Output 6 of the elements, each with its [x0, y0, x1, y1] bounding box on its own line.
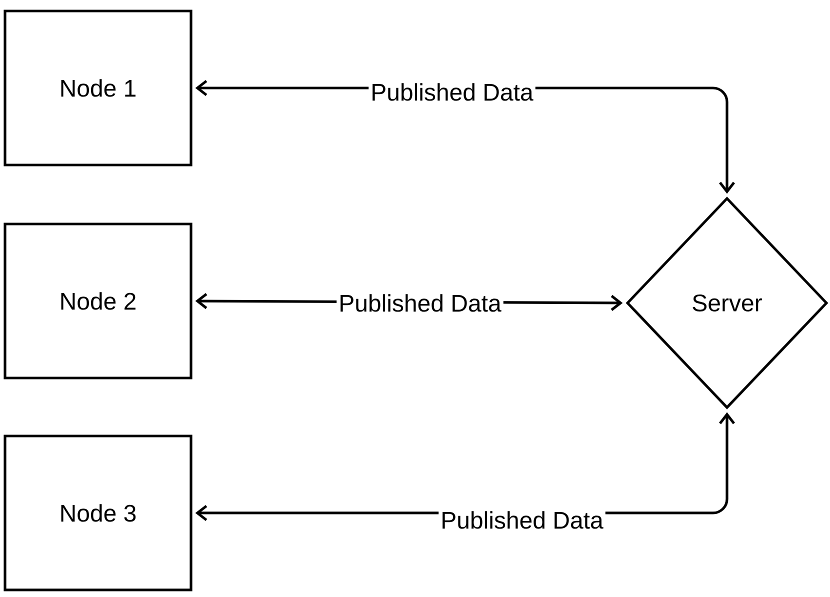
edge-label: Published Data — [336, 292, 504, 314]
process-box: Node 3 — [4, 434, 192, 592]
edge-label: Published Data — [438, 509, 606, 531]
process-box: Node 2 — [4, 222, 192, 380]
edge-label: Published Data — [368, 81, 536, 103]
process-box: Node 1 — [4, 10, 192, 166]
